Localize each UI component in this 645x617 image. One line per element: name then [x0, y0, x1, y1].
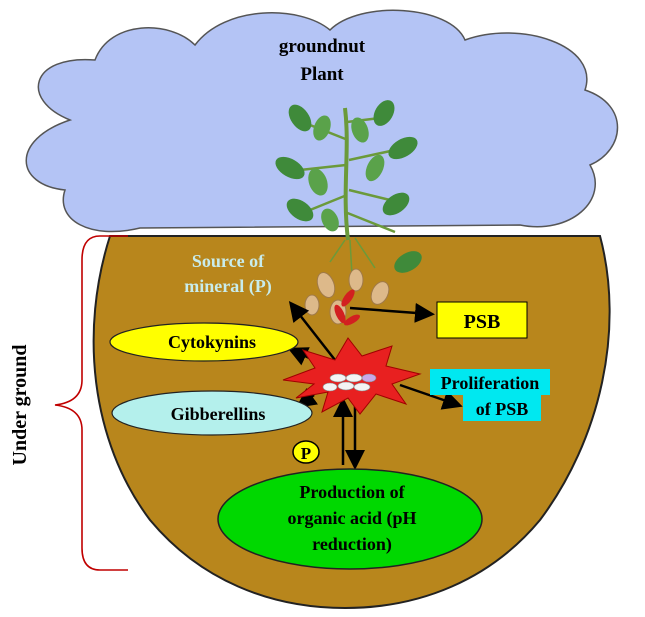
- source-label-line1: Source of: [192, 251, 265, 271]
- mineral-granules-icon: [322, 373, 377, 392]
- bacteria-icon: [334, 289, 360, 326]
- gibberellins-ellipse: [111, 390, 313, 436]
- arrows: [287, 301, 463, 470]
- cloud-title-line1: groundnut: [279, 36, 366, 57]
- source-label-line2: mineral (P): [184, 276, 271, 297]
- underground-label: Under ground: [9, 345, 31, 466]
- p-badge-label: P: [301, 444, 311, 463]
- underground-bracket: [54, 235, 128, 571]
- proliferation-box-line1: [430, 369, 550, 395]
- organic-acid-ellipse: [217, 468, 483, 570]
- gibberellins-label: Gibberellins: [171, 404, 266, 424]
- cytokynins-label: Cytokynins: [168, 332, 256, 352]
- cytokynins-ellipse: [109, 322, 299, 362]
- p-badge: [292, 440, 320, 464]
- arrow-to-proliferation: [399, 383, 463, 410]
- proliferation-label-line1: Proliferation: [441, 373, 540, 393]
- proliferation-label-line2: of PSB: [476, 399, 529, 419]
- groundnut-plant-icon: [275, 100, 422, 276]
- organic-label-line3: reduction): [312, 534, 392, 555]
- organic-label-line1: Production of: [299, 482, 405, 502]
- psb-box: [436, 301, 528, 339]
- psb-label: PSB: [464, 311, 501, 333]
- cloud-title-line2: Plant: [300, 64, 344, 85]
- arrow-to-source: [288, 301, 336, 361]
- arrow-to-psb: [349, 302, 435, 323]
- proliferation-box-line2: [463, 395, 541, 421]
- organic-label-line2: organic acid (pH: [288, 508, 417, 529]
